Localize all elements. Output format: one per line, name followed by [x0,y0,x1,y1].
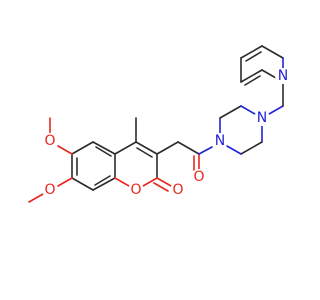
atom-bg [254,110,270,126]
bond-double-inner [95,146,112,157]
bond [156,141,179,155]
atom-nitrogen-piperazine-ethyl: N [257,110,267,126]
molecule-structure: O O O O O N N N [28,45,291,203]
bond [219,105,242,119]
methoxy-7 [28,177,73,203]
atom-bg [42,182,58,198]
bond-c-double-o [156,177,172,187]
bond-double-inner [245,51,262,62]
atom-bg [170,182,186,198]
bond [177,141,200,155]
atom-bg [212,133,228,149]
bond-double-inner [94,175,111,186]
atom-bg [128,182,144,198]
bond-o-c [28,193,44,203]
bond-c-n [240,105,256,115]
benzo-ring [71,141,116,191]
bond-double-inner [244,75,261,86]
bond [71,177,94,191]
piperazine-ring [219,105,263,155]
bond [135,141,158,155]
bond [71,141,94,155]
ethyl-linker [268,105,284,115]
atom-labels: O O O O O N N N [42,68,291,198]
methoxy-6 [49,117,73,155]
bond-n-c [268,105,284,115]
atom-nitrogen-piperazine-amide: N [215,133,225,149]
bond [261,45,284,59]
bond [114,141,137,155]
bond-c-n [198,146,213,155]
atom-bg [275,68,291,84]
bond-double-inner [136,147,153,158]
acetyl-linker [156,141,213,171]
atom-oxygen-lactone-carbonyl: O [172,182,183,198]
bond [92,177,116,191]
bond [240,45,263,59]
atom-oxygen-methoxy-7: O [44,182,55,198]
bond [92,141,116,155]
pyridine-ring [240,45,284,107]
atom-oxygen-ring: O [130,182,141,198]
atom-nitrogen-pyridine: N [278,68,288,84]
atom-oxygen-methoxy-6: O [44,133,55,149]
bond-c-o [142,177,158,187]
pyranone-ring [114,141,172,192]
atom-bg [42,133,58,149]
bond-c-o [114,177,130,187]
atom-oxygen-amide-carbonyl: O [193,169,204,185]
bond [240,69,263,83]
bond-c-n [226,145,242,155]
bond-c-double-o [153,182,169,192]
bond [240,141,263,155]
bond-c-o [57,145,73,155]
atom-bg [191,169,207,185]
bond-c-o [57,177,73,187]
